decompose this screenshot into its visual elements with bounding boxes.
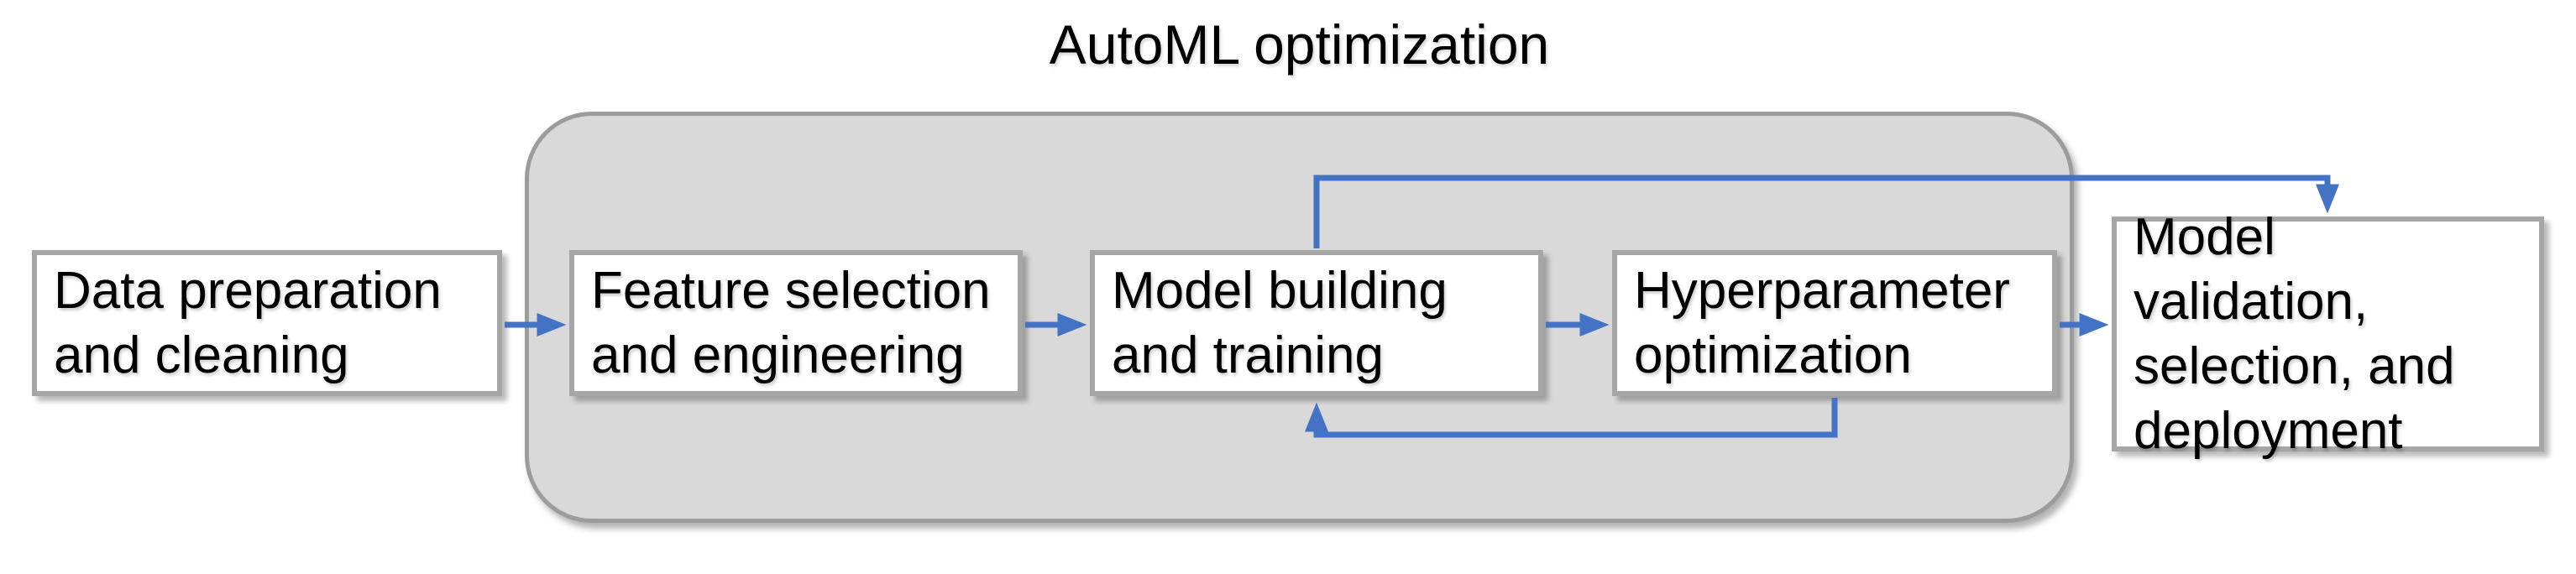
node-feature-selection-and-engineering: Feature selection and engineering: [569, 250, 1023, 396]
node-data-preparation-and-cleaning: Data preparation and cleaning: [32, 250, 502, 396]
node-model-validation-selection-deployment: Model validation, selection, and deploym…: [2112, 208, 2544, 460]
node-label: Data preparation and cleaning: [54, 262, 442, 384]
node-hyperparameter-optimization: Hyperparameter optimization: [1612, 250, 2057, 396]
node-label: Hyperparameter optimization: [1634, 262, 2010, 384]
node-label: Model validation, selection, and deploym…: [2134, 208, 2455, 460]
node-label: Model building and training: [1112, 262, 1448, 384]
node-label: Feature selection and engineering: [591, 262, 991, 384]
group-title: AutoML optimization: [1049, 13, 1550, 76]
node-model-building-and-training: Model building and training: [1090, 250, 1543, 396]
